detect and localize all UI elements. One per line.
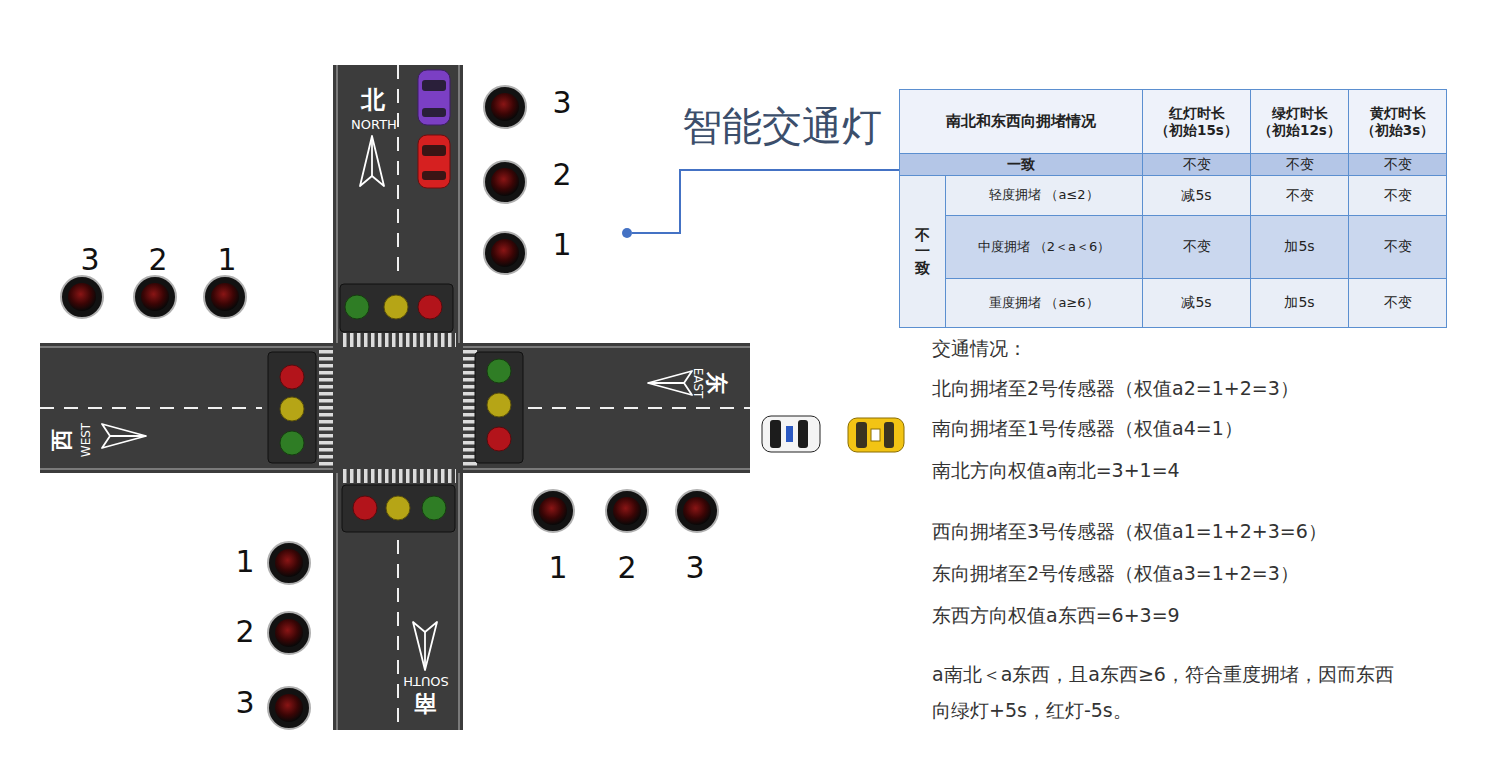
table-cell-text: 南北和东西向拥堵情况 [946, 112, 1096, 131]
direction-label: 西 [51, 429, 73, 451]
table-cell: 不变 [1250, 153, 1349, 176]
table-cell: 一致 [899, 153, 1143, 176]
table-cell: 不变 [1348, 175, 1447, 216]
direction-label: SOUTH [403, 675, 449, 688]
table-cell: 减5s [1142, 278, 1251, 328]
table-cell-text: 不变 [1183, 156, 1211, 174]
info-text: 南北方向权值a南北=3+1=4 [932, 452, 1180, 488]
table-cell-text: 减5s [1181, 294, 1211, 312]
traffic-light [268, 284, 523, 532]
table-cell: 不变 [1142, 215, 1251, 279]
callout-number: 2 [552, 160, 571, 190]
table-cell: 减5s [1142, 175, 1251, 216]
table-cell-text: 一致 [1007, 156, 1035, 174]
table-cell: 加5s [1250, 278, 1349, 328]
direction-label: 南 [414, 692, 436, 714]
table-cell: 重度拥堵 （a≥6） [945, 278, 1143, 328]
direction-label: WEST [80, 423, 92, 457]
table-cell-text: 绿灯时长 （初始12s） [1251, 105, 1348, 139]
callout-number: 3 [552, 88, 571, 118]
table-cell-text: 轻度拥堵 （a≤2） [989, 187, 1098, 203]
info-text: 交通情况： [932, 330, 1027, 366]
table-cell: 不一致 [899, 175, 946, 328]
direction-label: 东 [705, 372, 727, 394]
leader-line [622, 170, 899, 238]
callout-number: 2 [235, 617, 254, 647]
table-cell-text: 重度拥堵 （a≥6） [989, 295, 1098, 311]
sensor [61, 86, 718, 729]
table-cell: 不变 [1250, 175, 1349, 216]
road [40, 65, 750, 730]
table-cell-text: 不变 [1183, 238, 1211, 256]
info-text: a南北＜a东西，且a东西≥6，符合重度拥堵，因而东西向绿灯+5s，红灯-5s。 [932, 656, 1412, 728]
table-cell-text: 不一致 [915, 227, 930, 277]
callout-number: 1 [548, 553, 567, 583]
table-cell: 绿灯时长 （初始12s） [1250, 89, 1349, 154]
table-cell: 不变 [1348, 215, 1447, 279]
table-cell: 不变 [1348, 153, 1447, 176]
table-cell-text: 减5s [1181, 187, 1211, 205]
table-cell-text: 中度拥堵 （2＜a＜6） [978, 239, 1111, 255]
info-text: 东向拥堵至2号传感器（权值a3=1+2=3） [932, 555, 1299, 591]
table-cell-text: 不变 [1384, 156, 1412, 174]
direction-label: NORTH [351, 118, 397, 131]
callout-number: 1 [235, 547, 254, 577]
table-cell-text: 不变 [1384, 238, 1412, 256]
table-cell: 不变 [1142, 153, 1251, 176]
table-cell: 红灯时长 （初始15s） [1142, 89, 1251, 154]
car [418, 70, 904, 452]
table-cell: 加5s [1250, 215, 1349, 279]
table-cell-text: 红灯时长 （初始15s） [1143, 105, 1250, 139]
info-text: 北向拥堵至2号传感器（权值a2=1+2=3） [932, 370, 1299, 406]
table-cell-text: 黄灯时长 （初始3s） [1349, 105, 1446, 139]
direction-arrow [102, 136, 692, 670]
callout-number: 3 [235, 688, 254, 718]
table-cell: 中度拥堵 （2＜a＜6） [945, 215, 1143, 279]
info-text: 东西方向权值a东西=6+3=9 [932, 597, 1180, 633]
callout-number: 2 [148, 245, 167, 275]
table-cell-text: 不变 [1286, 156, 1314, 174]
table-cell-text: 不变 [1286, 187, 1314, 205]
table-cell: 轻度拥堵 （a≤2） [945, 175, 1143, 216]
callout-number: 1 [552, 230, 571, 260]
info-text: 南向拥堵至1号传感器（权值a4=1） [932, 410, 1243, 446]
table-cell-text: 不变 [1384, 294, 1412, 312]
callout-number: 2 [617, 553, 636, 583]
callout-number: 3 [685, 553, 704, 583]
table-cell: 黄灯时长 （初始3s） [1348, 89, 1447, 154]
direction-label: EAST [692, 368, 704, 399]
callout-number: 3 [80, 245, 99, 275]
table-cell-text: 加5s [1284, 294, 1314, 312]
title: 智能交通灯 [682, 104, 882, 148]
table-cell: 南北和东西向拥堵情况 [899, 89, 1143, 154]
direction-label: 北 [361, 88, 385, 112]
table-cell-text: 加5s [1284, 238, 1314, 256]
callout-number: 1 [217, 245, 236, 275]
table-cell-text: 不变 [1384, 187, 1412, 205]
table-cell: 不变 [1348, 278, 1447, 328]
info-text: 西向拥堵至3号传感器（权值a1=1+2+3=6） [932, 513, 1327, 549]
